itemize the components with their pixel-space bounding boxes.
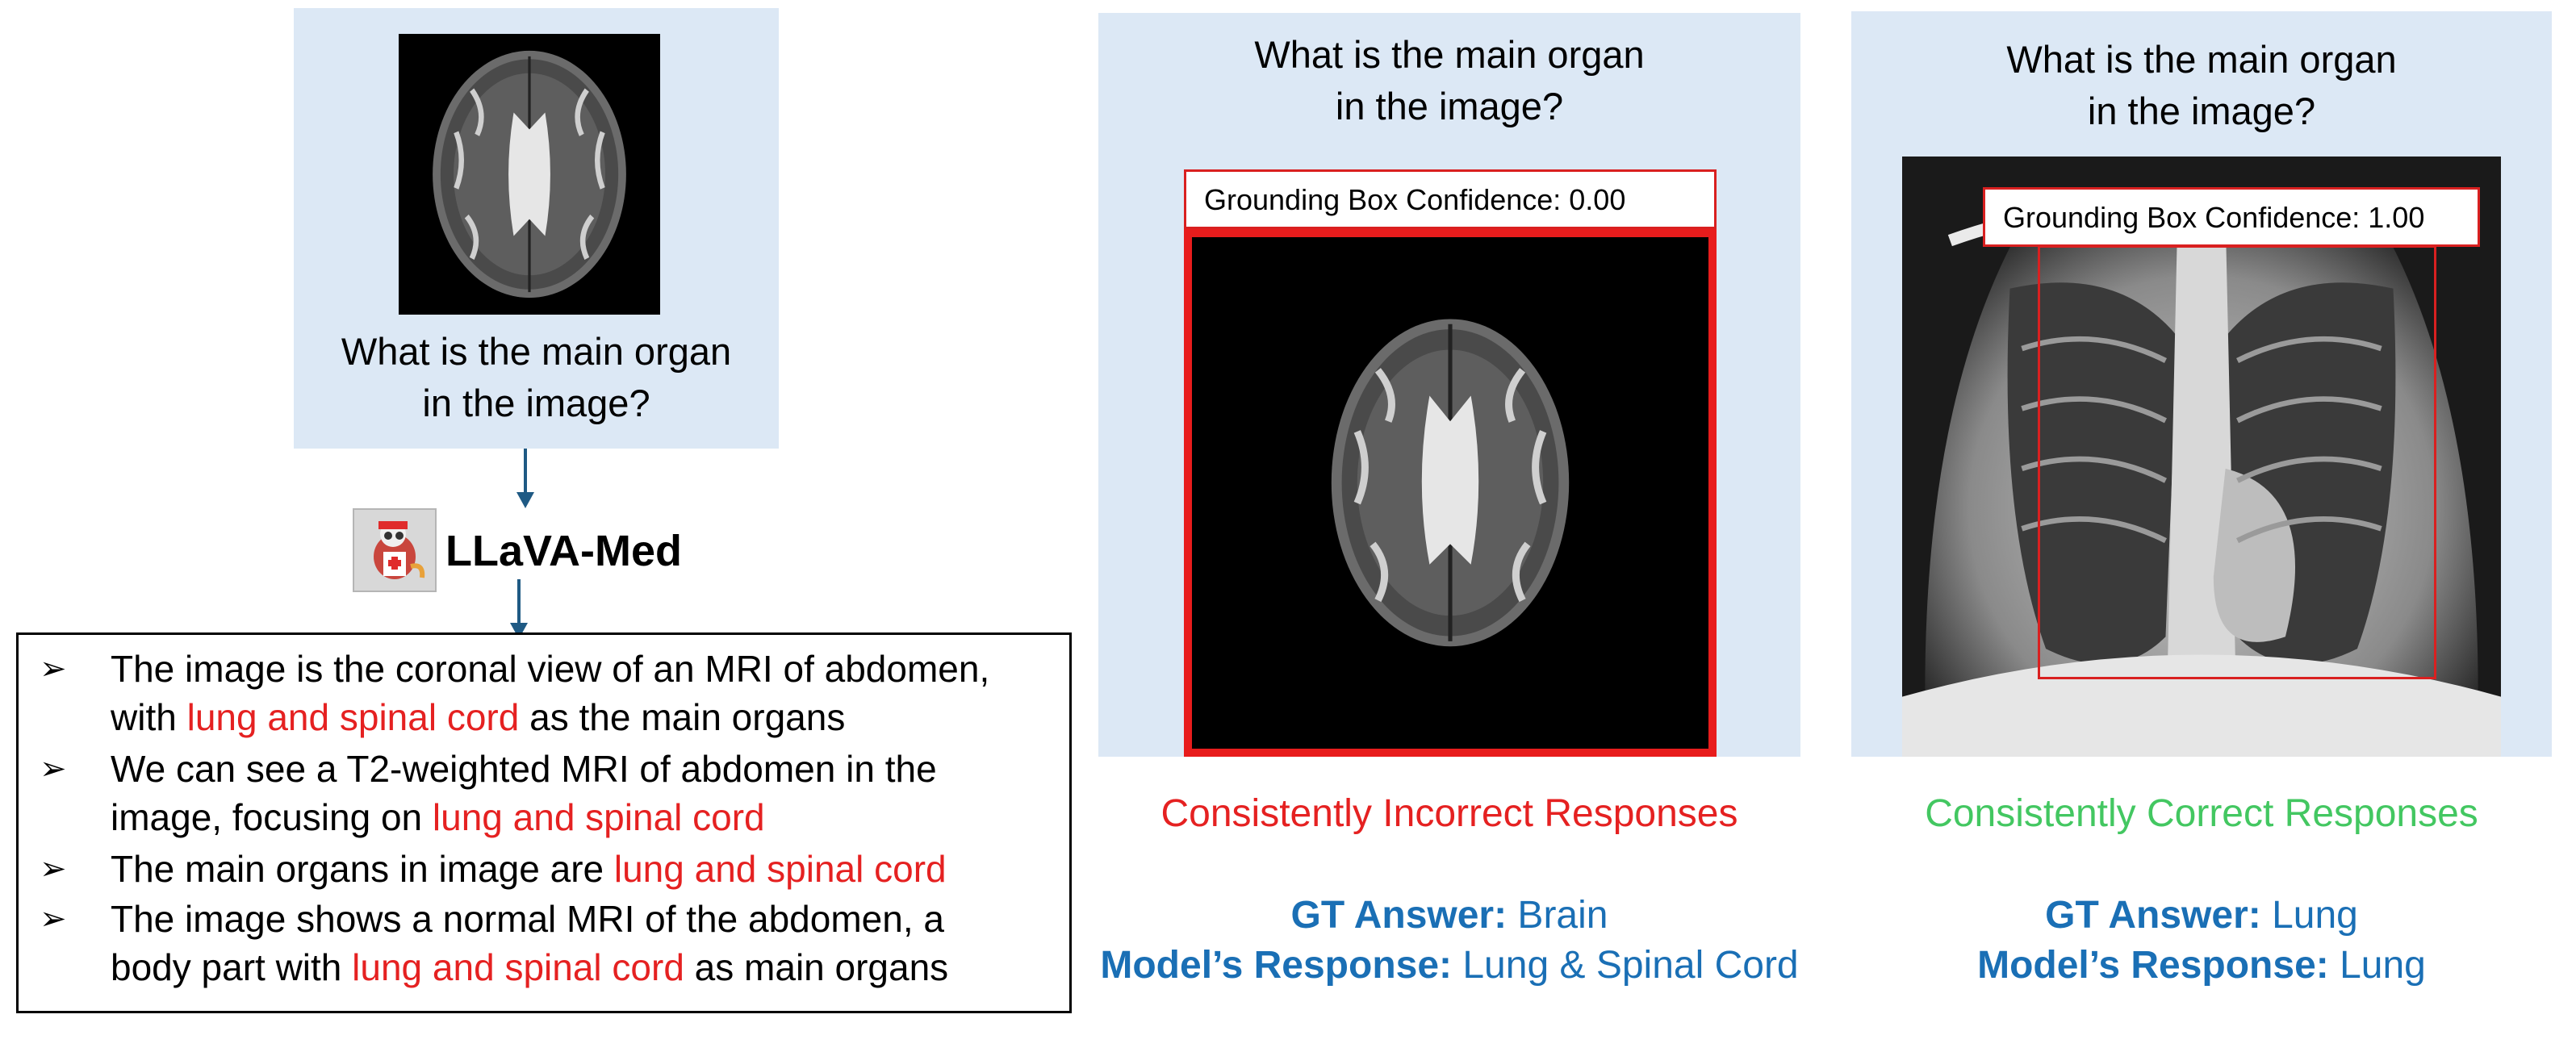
response-line: image, focusing on lung and spinal cord [111,796,765,838]
middle-model-response: Model’s Response: Lung & Spinal Cord [1098,941,1800,991]
grounding-confidence-label: Grounding Box Confidence: 1.00 [1983,187,2480,247]
model-response-value: Lung [2328,944,2426,987]
gt-answer-value: Brain [1507,894,1608,937]
incorrect-organ-highlight: lung and spinal cord [352,946,684,988]
llava-med-logo-icon [353,508,437,592]
response-line: We can see a T2-weighted MRI of abdomen … [111,748,937,790]
gt-answer-value: Lung [2260,894,2358,937]
middle-gt-answer: GT Answer: Brain [1098,891,1800,941]
correct-result-label: Consistently Correct Responses [1925,792,2478,835]
response-line: with lung and spinal cord as the main or… [111,696,846,738]
arrowhead-bullet-icon: ➢ [40,651,67,687]
incorrect-organ-highlight: lung and spinal cord [432,796,765,838]
incorrect-result-label: Consistently Incorrect Responses [1160,792,1738,835]
arrow-to-responses [517,579,521,626]
question-line-2: in the image? [422,382,650,424]
response-line: The image is the coronal view of an MRI … [111,648,990,690]
grounding-confidence-label: Grounding Box Confidence: 0.00 [1184,169,1717,229]
left-question-text: What is the main organ in the image? [294,326,779,429]
question-line-2: in the image? [1335,85,1564,127]
chest-xray-image [1902,157,2501,757]
arrowhead-bullet-icon: ➢ [40,901,67,937]
grounding-box [2038,245,2436,679]
right-question-text: What is the main organ in the image? [1851,34,2552,137]
model-response-value: Lung & Spinal Cord [1452,944,1799,987]
response-line: The main organs in image are lung and sp… [111,848,947,890]
response-line: body part with lung and spinal cord as m… [111,946,949,988]
model-responses-box: ➢ The image is the coronal view of an MR… [16,632,1072,1013]
question-line-2: in the image? [2087,90,2316,132]
question-line-1: What is the main organ [1254,33,1645,76]
gt-answer-key: GT Answer: [1290,894,1508,937]
right-model-response: Model’s Response: Lung [1851,941,2552,991]
right-gt-answer: GT Answer: Lung [1851,891,2552,941]
brain-mri-image-small [399,34,660,315]
response-line: The image shows a normal MRI of the abdo… [111,898,944,940]
question-line-1: What is the main organ [341,330,732,373]
arrowhead-bullet-icon: ➢ [40,751,67,787]
arrowhead-bullet-icon: ➢ [40,851,67,887]
brain-mri-image-grounded [1184,229,1717,757]
middle-question-text: What is the main organ in the image? [1098,29,1800,132]
incorrect-organ-highlight: lung and spinal cord [613,848,947,890]
arrow-to-model [524,449,527,494]
incorrect-organ-highlight: lung and spinal cord [186,696,520,738]
arrow-to-model-head [516,492,534,508]
gt-answer-key: GT Answer: [2045,894,2261,937]
question-line-1: What is the main organ [2006,38,2397,81]
model-name: LLaVA-Med [445,527,682,575]
model-response-key: Model’s Response: [1977,944,2329,987]
model-response-key: Model’s Response: [1100,944,1453,987]
